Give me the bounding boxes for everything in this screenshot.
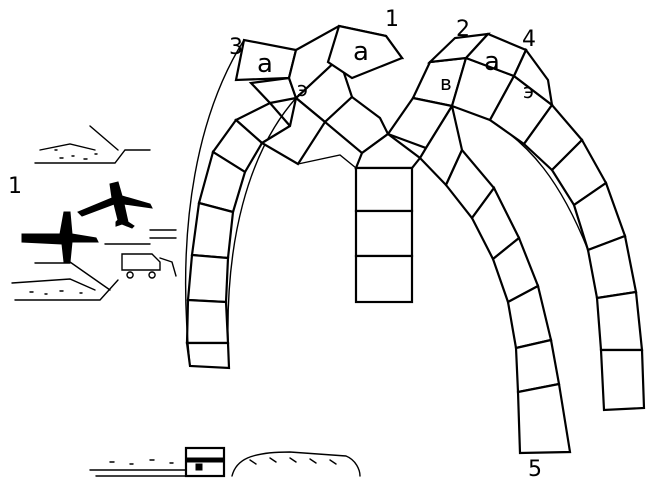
right-inner-arch-cell [518,384,570,453]
cell-letter-v-right: в [440,71,452,95]
cell-letter-a-top: а [353,37,369,67]
right-outer-arch-cell [601,350,644,410]
stem-cell [356,168,412,211]
left-arch-cell [187,300,228,343]
aircraft-icon [78,182,152,228]
aircraft-icon [22,212,98,262]
apron-aircraft-sketch [12,126,176,300]
label-gallery-5: 5 [528,457,542,478]
left-arch-cell [192,203,233,258]
right-outer-arch-cell [597,292,642,350]
label-gallery-1: 1 [385,7,399,32]
terminal-building-sketch [90,448,360,476]
label-gallery-2: 2 [456,17,470,42]
label-apron-1: 1 [8,174,22,199]
left-arch-cell [188,255,228,302]
stem-cell [356,256,412,302]
label-gallery-3: 3 [229,35,243,60]
left-gallery-arch [186,40,296,368]
label-gallery-4: 4 [522,27,536,52]
cell-letter-e-right: э [523,79,534,103]
left-arch-cell [187,343,229,368]
cell-letter-a-left: а [257,49,273,79]
cell-letter-a-right: а [484,47,500,77]
vehicle-icon [122,254,160,278]
cell-letter-e-left: э [297,77,308,101]
stem-cell [356,211,412,256]
